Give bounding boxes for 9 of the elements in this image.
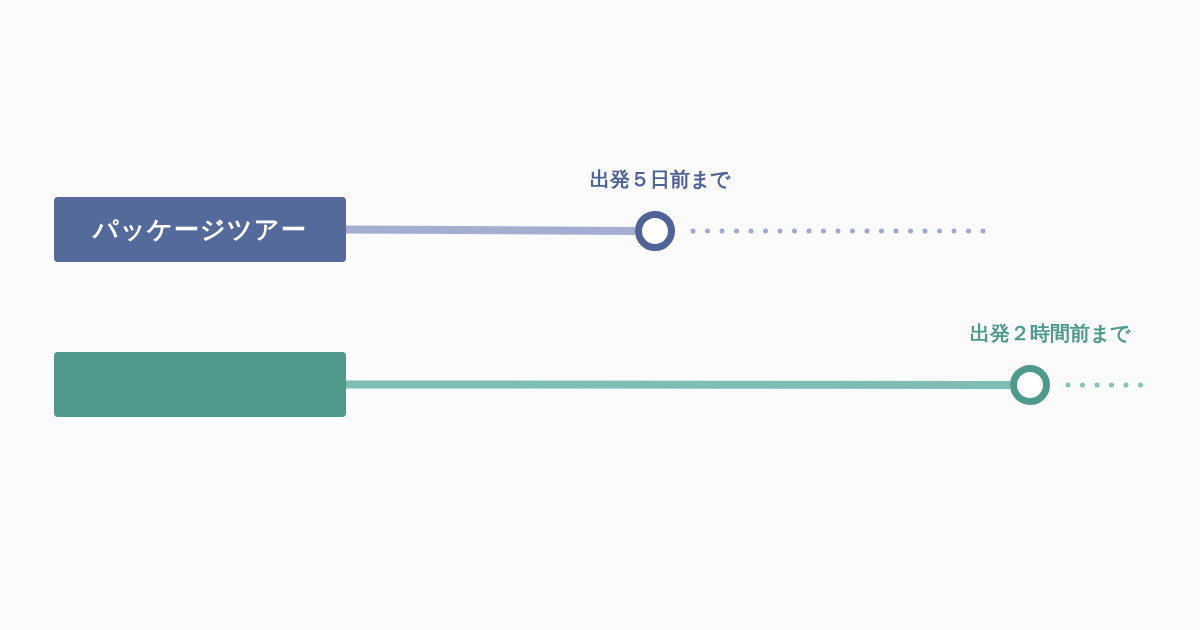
milestone-circle — [635, 211, 675, 251]
deadline-label: 出発２時間前まで — [970, 320, 1130, 347]
deadline-label: 出発５日前まで — [590, 166, 730, 193]
connector-line — [346, 380, 1010, 389]
label-box — [54, 352, 346, 417]
connector-line — [345, 225, 636, 235]
label-box: パッケージツアー — [54, 197, 346, 262]
dotted-line — [1065, 382, 1145, 388]
milestone-circle — [1010, 365, 1050, 405]
